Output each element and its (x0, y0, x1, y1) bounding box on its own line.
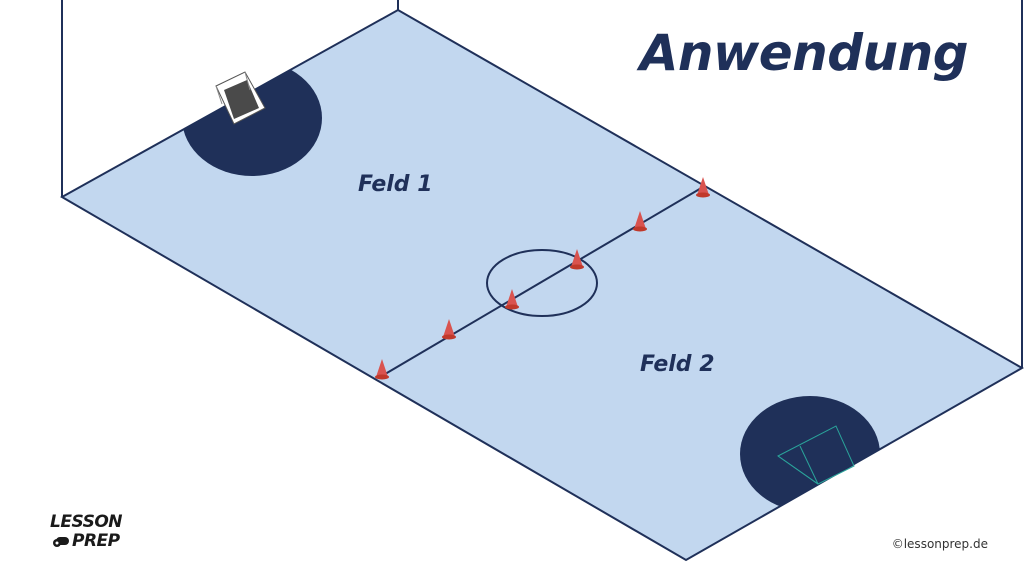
copyright-text: ©lessonprep.de (891, 537, 988, 551)
field-label-2: Feld 2 (640, 352, 715, 377)
lessonprep-logo: LESSON PREP (50, 512, 140, 556)
goal-icon (777, 425, 855, 485)
field-label-1: Feld 1 (358, 172, 433, 197)
cone-icon (442, 319, 456, 340)
logo-line-2: PREP (72, 531, 120, 551)
goal-icon (215, 71, 266, 125)
court-walls (61, 0, 1023, 368)
cone-icon (696, 177, 710, 198)
page-title: Anwendung (639, 24, 969, 82)
cone-icon (505, 289, 519, 310)
center-circle (486, 249, 598, 317)
cone-icon (375, 359, 389, 380)
cone-icon (633, 211, 647, 232)
center-line (379, 186, 704, 378)
cone-icon (570, 249, 584, 270)
logo-line-1: LESSON (50, 512, 123, 532)
whistle-icon (53, 537, 69, 547)
goal-area-2 (740, 396, 880, 512)
court-floor (59, 8, 1024, 562)
